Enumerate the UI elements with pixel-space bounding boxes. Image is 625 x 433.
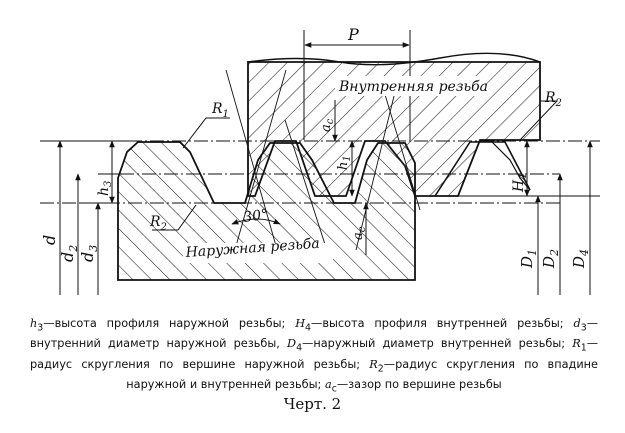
internal-thread-label: Внутренняя резьба	[338, 79, 488, 95]
H4-label: H4	[511, 173, 529, 193]
reference-lines	[40, 140, 600, 204]
d3-label: d3	[78, 245, 100, 262]
break-line	[247, 52, 541, 66]
h3-label: h3	[96, 181, 114, 196]
r1-label: R1	[211, 101, 229, 120]
D2-label: D2	[540, 249, 561, 269]
right-dimensions	[524, 140, 593, 295]
figure-title: Черт. 2	[283, 395, 342, 413]
figure-caption: h3—высота профиля наружной резьбы; H4—вы…	[30, 317, 598, 394]
r2-label-right: R2	[544, 90, 562, 109]
angle-arc	[231, 218, 281, 225]
D4-label: D4	[570, 249, 591, 269]
ac-label-bottom: ac	[351, 226, 368, 240]
D1-label: D1	[518, 249, 539, 269]
gap-dimensions	[332, 100, 369, 255]
flank-construction-lines	[225, 69, 421, 261]
left-dimensions	[57, 140, 115, 295]
external-thread-right-tooth	[434, 141, 531, 197]
pitch-label: P	[347, 25, 359, 44]
leader-lines	[152, 100, 559, 231]
angle-label: 30°	[242, 207, 269, 226]
ac-label-top: ac	[319, 118, 336, 132]
h1-label: h1	[336, 155, 353, 170]
d2-label: d2	[58, 245, 80, 262]
r2-label-left: R2	[149, 214, 167, 233]
d-label: d	[40, 235, 59, 245]
thread-profile-drawing: P Внутренняя резьба Наружная резьба R1 R…	[40, 25, 600, 295]
